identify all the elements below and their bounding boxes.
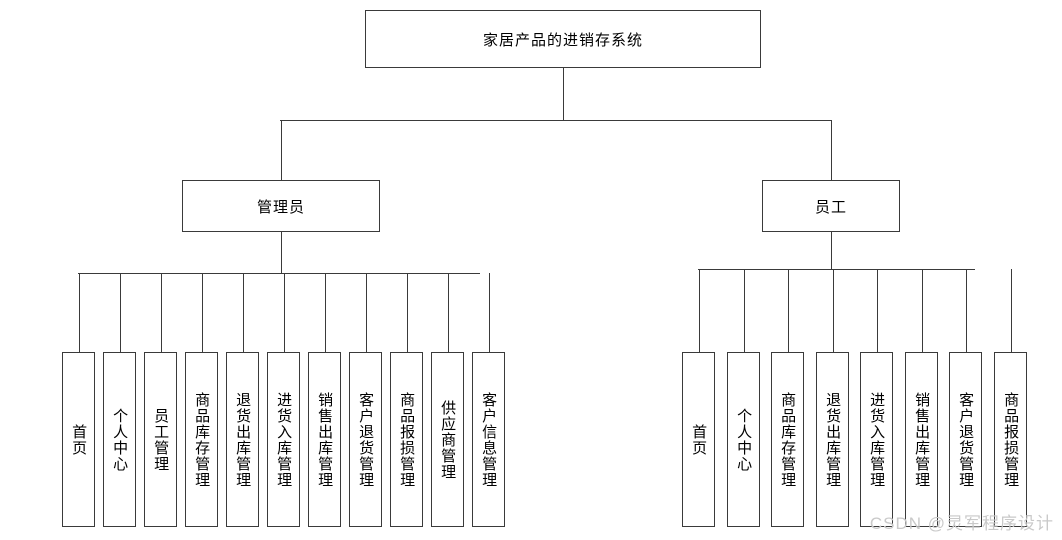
leaf-stem-admin-4 [243,273,244,352]
node-label: 客户退货管理 [957,391,975,488]
leaf-stem-admin-7 [366,273,367,352]
leaf-stem-admin-6 [325,273,326,352]
node-label: 退货出库管理 [824,391,842,488]
root-node: 家居产品的进销存系统 [365,10,761,68]
node-label: 首页 [690,423,708,456]
node-label: 进货入库管理 [275,391,293,488]
leaf-stem-employee-5 [922,269,923,352]
node-label: 个人中心 [111,407,129,472]
leaf-stem-admin-2 [161,273,162,352]
leaf-stem-admin-3 [202,273,203,352]
leaf-stem-admin-0 [79,273,80,352]
leaf-node-admin-8: 商品报损管理 [390,352,423,527]
node-label: 供应商管理 [439,399,457,480]
leaf-stem-employee-1 [744,269,745,352]
leaf-node-employee-7: 商品报损管理 [994,352,1027,527]
leaf-node-admin-0: 首页 [62,352,95,527]
leaf-stem-admin-9 [448,273,449,352]
node-label: 退货出库管理 [234,391,252,488]
leaf-stem-admin-1 [120,273,121,352]
leaf-stem-employee-4 [877,269,878,352]
leaf-stem-employee-6 [966,269,967,352]
top-bus [280,120,832,121]
branch-node-employee: 员工 [762,180,900,232]
leaf-stem-admin-5 [284,273,285,352]
node-label: 员工管理 [152,407,170,472]
node-label: 商品库存管理 [779,391,797,488]
node-label: 商品库存管理 [193,391,211,488]
branch-stem-employee [831,120,832,180]
leaf-stem-employee-0 [699,269,700,352]
node-label: 销售出库管理 [316,391,334,488]
leaf-node-employee-3: 退货出库管理 [816,352,849,527]
leaf-node-admin-6: 销售出库管理 [308,352,341,527]
node-label: 商品报损管理 [1002,391,1020,488]
leaf-stem-employee-3 [833,269,834,352]
branch-drop-admin [281,232,282,273]
leaf-node-admin-1: 个人中心 [103,352,136,527]
leaf-node-admin-5: 进货入库管理 [267,352,300,527]
root-stem [563,68,564,120]
leaf-node-employee-6: 客户退货管理 [949,352,982,527]
leaf-node-admin-7: 客户退货管理 [349,352,382,527]
node-label: 进货入库管理 [868,391,886,488]
branch-drop-employee [831,232,832,269]
node-label: 首页 [70,423,88,456]
leaf-stem-employee-2 [788,269,789,352]
branch-node-admin: 管理员 [182,180,380,232]
leaf-node-admin-9: 供应商管理 [431,352,464,527]
leaf-stem-admin-10 [489,273,490,352]
leaf-bus-admin [78,273,480,274]
leaf-node-employee-4: 进货入库管理 [860,352,893,527]
leaf-stem-admin-8 [407,273,408,352]
node-label: 商品报损管理 [398,391,416,488]
node-label: 客户信息管理 [480,391,498,488]
leaf-node-admin-3: 商品库存管理 [185,352,218,527]
branch-stem-admin [281,120,282,180]
node-label: 个人中心 [735,407,753,472]
leaf-node-employee-2: 商品库存管理 [771,352,804,527]
node-label: 销售出库管理 [913,391,931,488]
leaf-bus-employee [698,269,975,270]
leaf-node-employee-5: 销售出库管理 [905,352,938,527]
leaf-node-employee-0: 首页 [682,352,715,527]
leaf-node-employee-1: 个人中心 [727,352,760,527]
leaf-node-admin-10: 客户信息管理 [472,352,505,527]
leaf-node-admin-2: 员工管理 [144,352,177,527]
leaf-node-admin-4: 退货出库管理 [226,352,259,527]
leaf-stem-employee-7 [1011,269,1012,352]
node-label: 客户退货管理 [357,391,375,488]
